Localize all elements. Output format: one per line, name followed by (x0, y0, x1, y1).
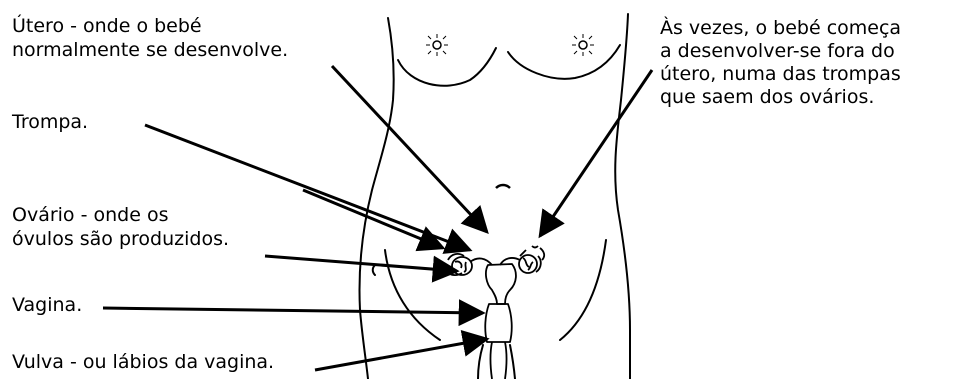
ectopic-note: Às vezes, o bebé começa a desenvolver-se… (660, 17, 901, 109)
label-ovario: Ovário - onde os óvulos são produzidos. (12, 203, 229, 251)
label-utero: Útero - onde o bebé normalmente se desen… (12, 14, 288, 62)
label-trompa: Trompa. (12, 110, 88, 134)
label-utero-line2: normalmente se desenvolve. (12, 38, 288, 62)
navel (496, 185, 510, 188)
leg-inner-right (510, 345, 515, 379)
note-line2: a desenvolver-se fora do (660, 40, 901, 63)
note-line4: que saem dos ovários. (660, 86, 901, 109)
arrow-ovario (303, 190, 443, 248)
label-vagina: Vagina. (12, 293, 82, 317)
hip-left (385, 250, 440, 340)
label-ovario-line1: Ovário - onde os (12, 203, 229, 227)
label-ovario-line2: óvulos são produzidos. (12, 227, 229, 251)
note-line3: útero, numa das trompas (660, 63, 901, 86)
hip-right (560, 240, 606, 340)
breast-right (508, 45, 620, 79)
torso-right-outline (615, 14, 630, 379)
leg-inner-left (478, 345, 483, 379)
nipples (426, 34, 594, 56)
arrow-ectopic (540, 70, 652, 236)
label-utero-line1: Útero - onde o bebé (12, 14, 288, 38)
torso-left-outline (360, 18, 394, 379)
arrow-vulva (315, 339, 487, 370)
arrow-vagina (103, 308, 483, 313)
breast-left (398, 48, 496, 86)
note-line1: Às vezes, o bebé começa (660, 17, 901, 40)
label-vulva: Vulva - ou lábios da vagina. (12, 350, 274, 374)
